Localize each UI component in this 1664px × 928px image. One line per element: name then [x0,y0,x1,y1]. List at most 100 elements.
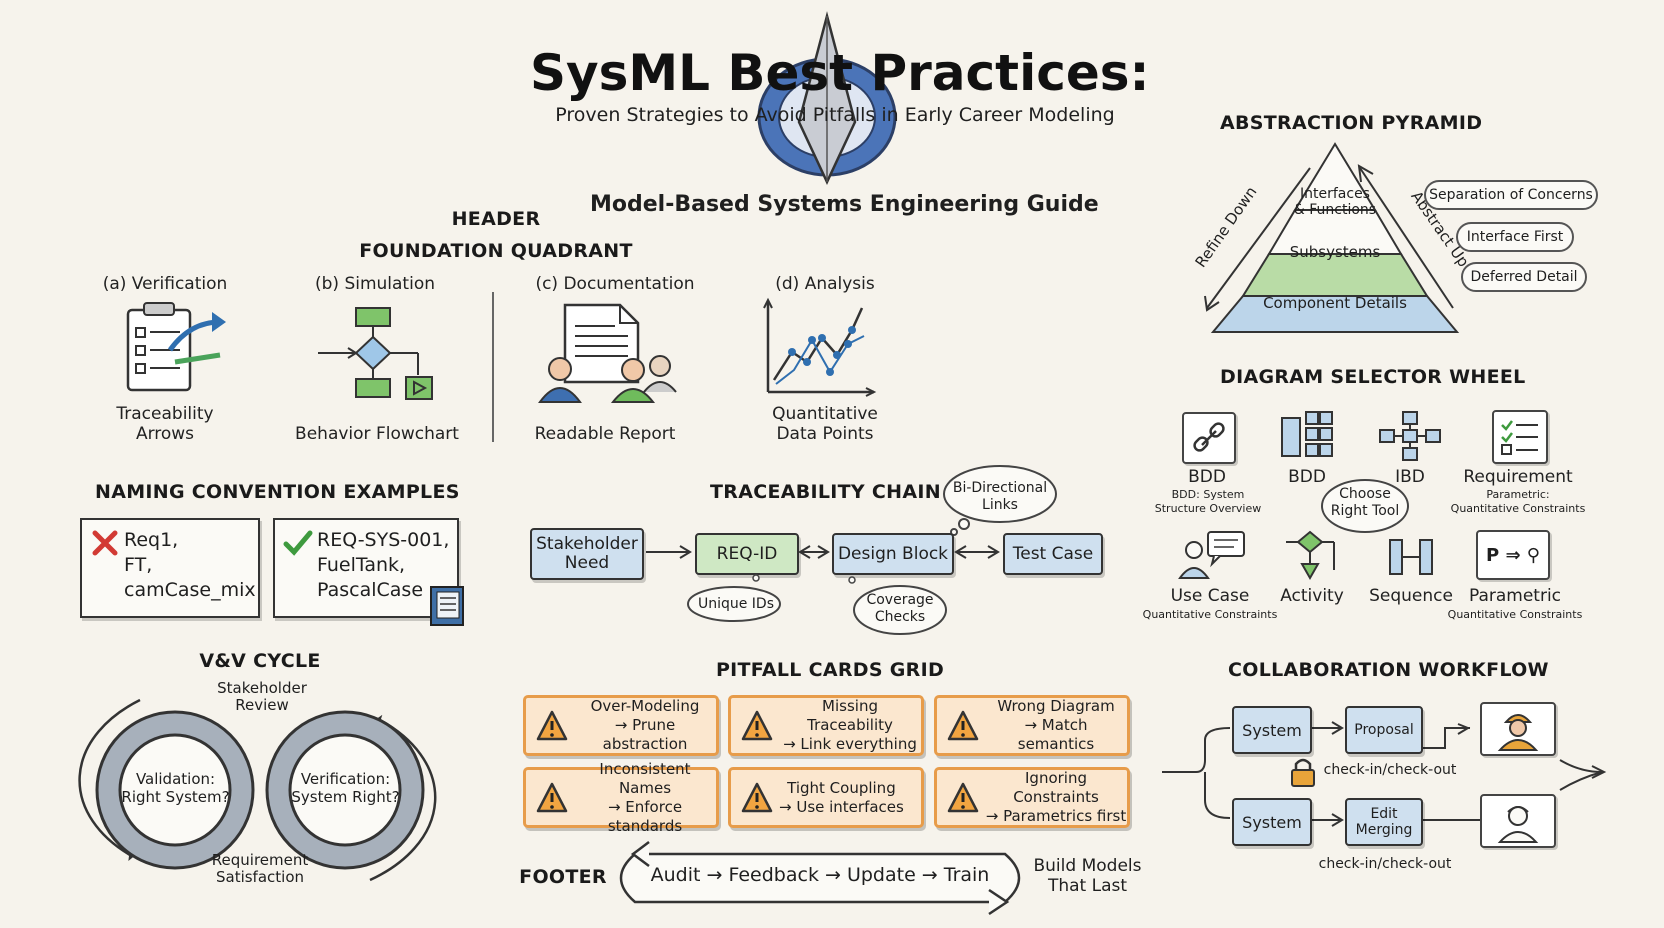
parametric-icon: P ⇒ ⚲ [1476,530,1550,580]
pitfall-card-text: Missing Traceability → Link everything [783,697,917,753]
footer-cycle-text: Audit → Feedback → Update → Train [650,864,990,886]
wheel-parametric-sub: Quantitative Constraints [1447,608,1583,621]
pitfall-card-over-modeling: Over-Modeling → Prune abstraction [523,695,719,756]
wheel-use-case-label: Use Case [1170,586,1250,606]
flowchart-icon [318,307,433,400]
foundation-title: FOUNDATION QUADRANT [359,240,633,262]
warning-icon [741,710,773,740]
trace-req-id: REQ-ID [695,533,799,575]
bdd-link-icon [1182,412,1236,464]
trace-design-block: Design Block [832,533,954,575]
collab-system-bottom: System [1232,798,1312,846]
footer-cycle-arrow [619,841,1021,916]
footer-label: FOOTER [519,866,607,888]
choose-tool-note: Choose Right Tool [1330,486,1400,519]
foundation-verification-label: (a) Verification [102,274,228,294]
wheel-bdd-label: BDD [1188,467,1226,487]
naming-title: NAMING CONVENTION EXAMPLES [95,481,460,503]
red-x-icon [92,530,118,556]
warning-icon [741,782,773,812]
naming-bad-example: Req1, FT, camCase_mix [80,518,260,618]
vv-top-label: Stakeholder Review [217,679,307,714]
book-icon [430,586,464,626]
warning-icon [947,710,979,740]
pitfall-card-text: Inconsistent Names → Enforce standards [599,759,691,835]
report-icon [538,303,677,403]
foundation-analysis-label: (d) Analysis [775,274,875,294]
pitfall-card-text: Over-Modeling → Prune abstraction [590,697,700,753]
wheel-use-case-sub: Quantitative Constraints [1142,608,1278,621]
tag-interface-first: Interface First [1456,222,1574,252]
choose-tool-bubble [1321,479,1409,533]
trace-test-case: Test Case [1003,533,1103,575]
reviewer-avatar-icon [1480,794,1556,848]
foundation-simulation-caption: Behavior Flowchart [295,424,459,444]
pitfall-card-missing-traceability: Missing Traceability → Link everything [728,695,924,756]
bidirectional-thought-bubble [943,465,1057,536]
naming-good-example: REQ-SYS-001, FuelTank, PascalCase [273,518,459,618]
page-subtitle: Proven Strategies to Avoid Pitfalls in E… [555,104,1115,126]
foundation-simulation-label: (b) Simulation [314,274,435,294]
gears-icon [78,698,437,882]
collab-title: COLLABORATION WORKFLOW [1228,659,1549,681]
pyramid-level-top: Interfaces & Functions [1293,186,1377,218]
wheel-sequence-label: Sequence [1369,586,1453,606]
pitfall-card-text: Wrong Diagram → Match semantics [997,697,1115,753]
bdd-blocks-icon [1281,411,1333,457]
footer-tagline: Build Models That Last [1033,856,1142,896]
collab-checkin-bottom: check-in/check-out [1318,856,1452,872]
page-title: SysML Best Practices: [530,44,1150,102]
foundation-documentation-label: (c) Documentation [535,274,695,294]
unique-ids-bubble [687,574,781,622]
wheel-requirement-label: Requirement [1463,467,1573,487]
pitfall-card-inconsistent-names: Inconsistent Names → Enforce standards [523,760,719,835]
lock-icon [1291,758,1315,787]
wheel-bdd2-label: BDD [1288,467,1326,487]
validation-gear-label: Validation: Right System? [121,770,230,806]
trace-stakeholder-need: Stakeholder Need [530,528,644,580]
pitfall-card-wrong-diagram: Wrong Diagram → Match semantics [934,695,1130,756]
pitfall-card-text: Tight Coupling → Use interfaces [779,778,904,816]
coverage-note: Coverage Checks [866,592,934,625]
header-label: HEADER [451,208,541,230]
pitfall-card-tight-coupling: Tight Coupling → Use interfaces [728,767,924,828]
wheel-ibd-label: IBD [1395,467,1425,487]
foundation-analysis-caption: Quantitative Data Points [772,404,878,444]
quadrant-divider [492,292,494,442]
clipboard-icon [126,302,226,392]
warning-icon [536,782,568,812]
coverage-bubble [848,576,947,635]
pitfall-title: PITFALL CARDS GRID [715,659,945,681]
warning-icon [947,782,979,812]
collab-proposal: Proposal [1345,706,1423,754]
wheel-title: DIAGRAM SELECTOR WHEEL [1220,366,1526,388]
green-check-icon [283,530,313,556]
unique-ids-note: Unique IDs [697,596,775,612]
collab-edit-merging: Edit Merging [1345,798,1423,846]
pitfall-card-ignoring-constraints: Ignoring Constraints → Parametrics first [934,767,1130,828]
emblem-icon [757,11,897,185]
wheel-requirement-sub: Parametric: Quantitative Constraints [1450,488,1586,515]
pyramid-level-bottom: Component Details [1263,294,1407,312]
use-case-icon [1178,531,1245,579]
collab-system-top: System [1232,706,1312,754]
ibd-network-icon [1379,411,1441,461]
pyramid-title: ABSTRACTION PYRAMID [1220,112,1483,134]
naming-bad-text: Req1, FT, camCase_mix [124,529,256,601]
tag-separation-of-concerns: Separation of Concerns [1424,180,1598,210]
wheel-parametric-label: Parametric [1468,586,1562,606]
foundation-documentation-caption: Readable Report [534,424,676,444]
warning-icon [536,710,568,740]
wheel-bdd-sub: BDD: System Structure Overview [1154,488,1262,515]
activity-icon [1286,530,1335,581]
tag-deferred-detail: Deferred Detail [1461,262,1587,292]
sequence-icon [1389,539,1433,575]
vv-title: V&V CYCLE [199,650,321,672]
verification-gear-label: Verification: System Right? [291,770,400,806]
collab-checkin-top: check-in/check-out [1323,762,1457,778]
engineer-avatar-icon [1480,702,1556,756]
pyramid-side-arrows [1204,164,1454,312]
